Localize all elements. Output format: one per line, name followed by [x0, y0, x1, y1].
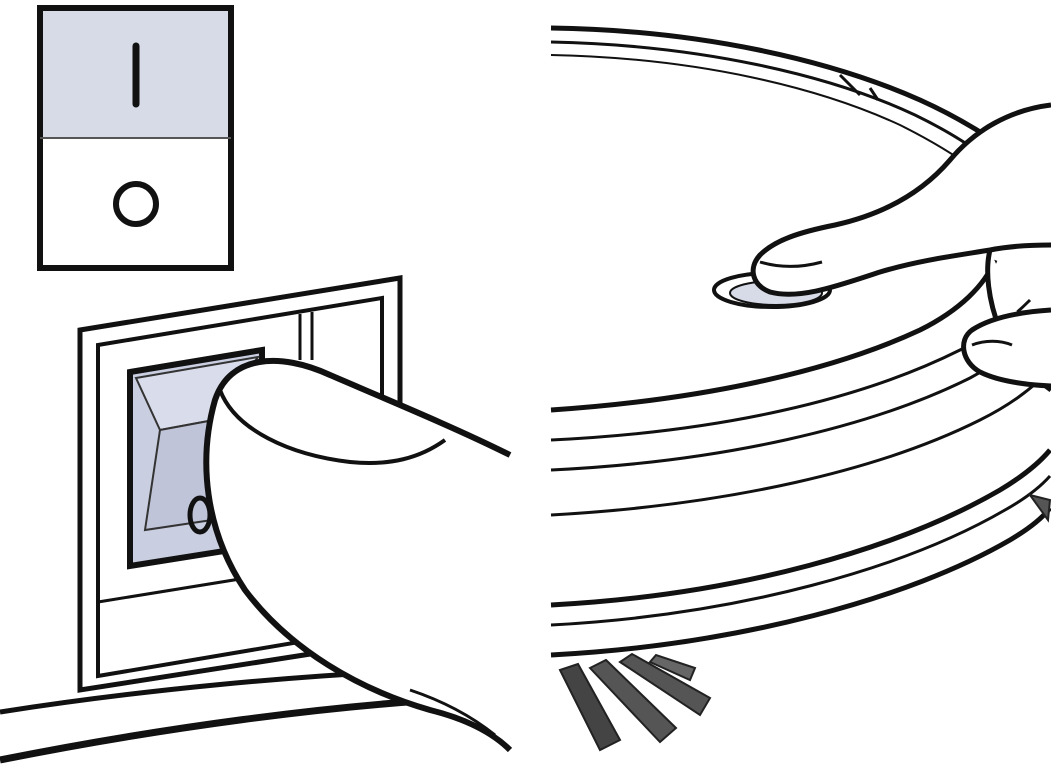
- switch-legend: [40, 8, 231, 268]
- right-panel: [551, 28, 1051, 750]
- thumb-hand: [206, 361, 510, 750]
- pressing-hand: [753, 105, 1051, 390]
- left-panel: [0, 8, 510, 760]
- side-brush-icon: [560, 495, 1050, 750]
- robot-rim: [551, 28, 1020, 160]
